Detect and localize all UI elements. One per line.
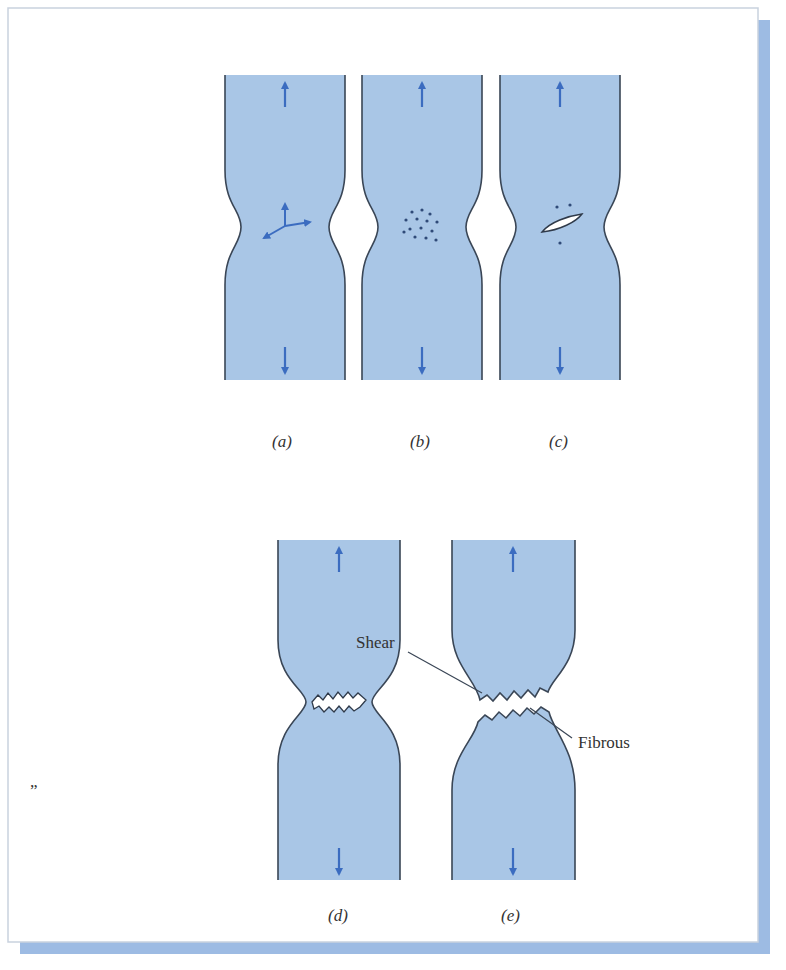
figure-label: (d) [328,907,348,924]
specimen-a [225,75,345,380]
callout-label: Fibrous [578,734,630,751]
void-coalescence [542,203,582,244]
callout-label: Shear [356,634,395,651]
specimen-d [278,540,400,880]
leader-line [530,708,572,738]
specimen-e [452,540,575,880]
card [8,8,758,942]
figure-label: (b) [410,433,430,450]
specimen-b [362,75,482,380]
stray-mark: ” [30,782,38,799]
microvoids [402,208,438,241]
specimen-c [500,75,620,380]
leader-line [408,652,482,693]
figure-label: (c) [549,433,568,450]
figure-label: (e) [501,907,520,924]
triaxial-stress [264,204,310,238]
figure-label: (a) [272,433,292,450]
